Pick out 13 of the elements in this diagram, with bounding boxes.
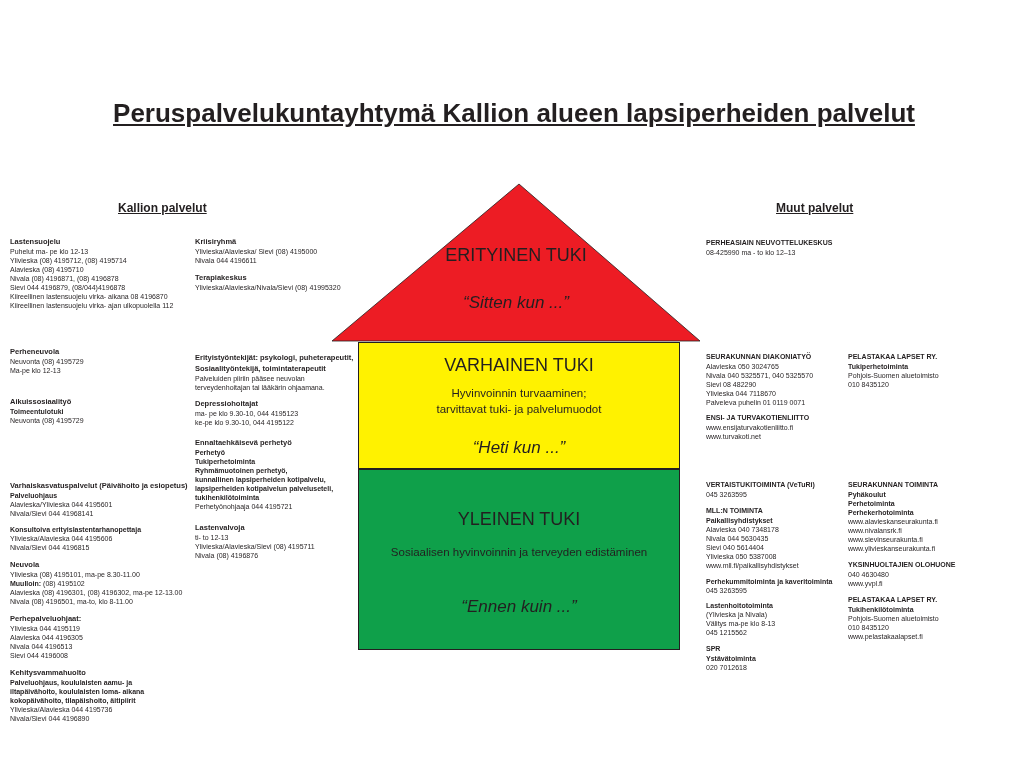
page-title: Peruspalvelukuntayhtymä Kallion alueen lapsiperheiden palvelut [113,97,915,129]
tier-quote: “Ennen kuin ...” [461,597,577,617]
tier-title: YLEINEN TUKI [457,509,581,529]
tier-title: ERITYINEN TUKI [445,245,587,265]
tier-description: Hyvinvoinnin turvaaminen; tarvittavat tuki- ja palvelumuodot [435,386,603,417]
tier-quote: “Heti kun ...” [472,438,566,458]
tier-quote: “Sitten kun ...” [463,293,569,313]
tier-band [358,469,680,650]
tier-description: Sosiaalisen hyvinvoinnin ja terveyden edistäminen [390,545,648,560]
column-heading: Kallion palvelut [118,201,207,215]
tier-title: VARHAINEN TUKI [444,355,594,375]
tier-band [358,342,680,469]
column-heading: Muut palvelut [776,201,854,215]
